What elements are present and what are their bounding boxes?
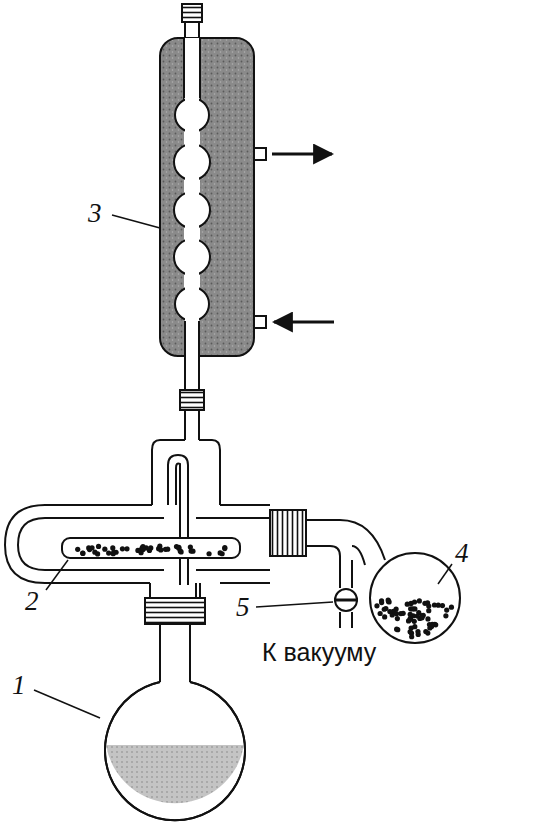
granule — [178, 549, 183, 554]
receiver-flask — [370, 553, 460, 643]
granule — [148, 545, 153, 550]
granule — [111, 551, 116, 556]
granule — [387, 609, 392, 614]
granule — [106, 550, 111, 555]
granule — [80, 550, 85, 555]
granule — [449, 605, 454, 610]
water-out-arrow — [272, 153, 332, 156]
granule — [378, 611, 383, 616]
callout-number: 2 — [25, 588, 39, 615]
granule — [444, 607, 449, 612]
callout-number: 1 — [12, 672, 26, 699]
granule — [374, 603, 379, 608]
granule — [92, 550, 97, 555]
granule — [218, 550, 223, 555]
granule — [140, 547, 145, 552]
liquid — [106, 745, 244, 803]
granule — [124, 546, 129, 551]
granule — [430, 622, 435, 627]
granule — [423, 629, 428, 634]
granule — [398, 611, 403, 616]
granule — [426, 608, 431, 613]
callout-number: 3 — [88, 200, 102, 227]
top-joint — [182, 4, 202, 22]
granule — [416, 632, 421, 637]
granule — [206, 551, 211, 556]
flask-1 — [105, 682, 245, 820]
granule — [395, 616, 400, 621]
granule — [417, 598, 422, 603]
granule — [408, 612, 413, 617]
granule — [89, 545, 94, 550]
granule — [179, 549, 184, 554]
granule — [165, 547, 170, 552]
granule — [425, 616, 430, 621]
flask-joint — [145, 598, 205, 624]
granule — [394, 627, 399, 632]
granule — [419, 615, 424, 620]
side-joint — [270, 510, 306, 556]
granule — [405, 602, 410, 607]
granule — [120, 546, 125, 551]
callout-number: 4 — [455, 540, 469, 567]
granule — [75, 547, 80, 552]
granule — [379, 600, 384, 605]
stopcock — [335, 589, 357, 611]
water-in-arrow — [274, 321, 334, 324]
granule — [410, 606, 415, 611]
granule — [188, 549, 193, 554]
sample-boat — [62, 538, 240, 558]
granule — [422, 601, 427, 606]
granule — [102, 547, 107, 552]
granule — [222, 546, 227, 551]
granule — [157, 544, 162, 549]
granule — [394, 611, 399, 616]
vacuum-label: К вакууму — [262, 640, 376, 665]
granule — [382, 614, 387, 619]
granule — [80, 551, 85, 556]
granule — [412, 624, 417, 629]
granule — [415, 613, 420, 618]
granule — [436, 603, 441, 608]
condenser-jacket — [160, 38, 254, 356]
granule — [386, 597, 391, 602]
granule — [96, 544, 101, 549]
granule — [412, 599, 417, 604]
callout-number: 5 — [236, 594, 250, 621]
granule — [443, 613, 448, 618]
granule — [409, 634, 414, 639]
